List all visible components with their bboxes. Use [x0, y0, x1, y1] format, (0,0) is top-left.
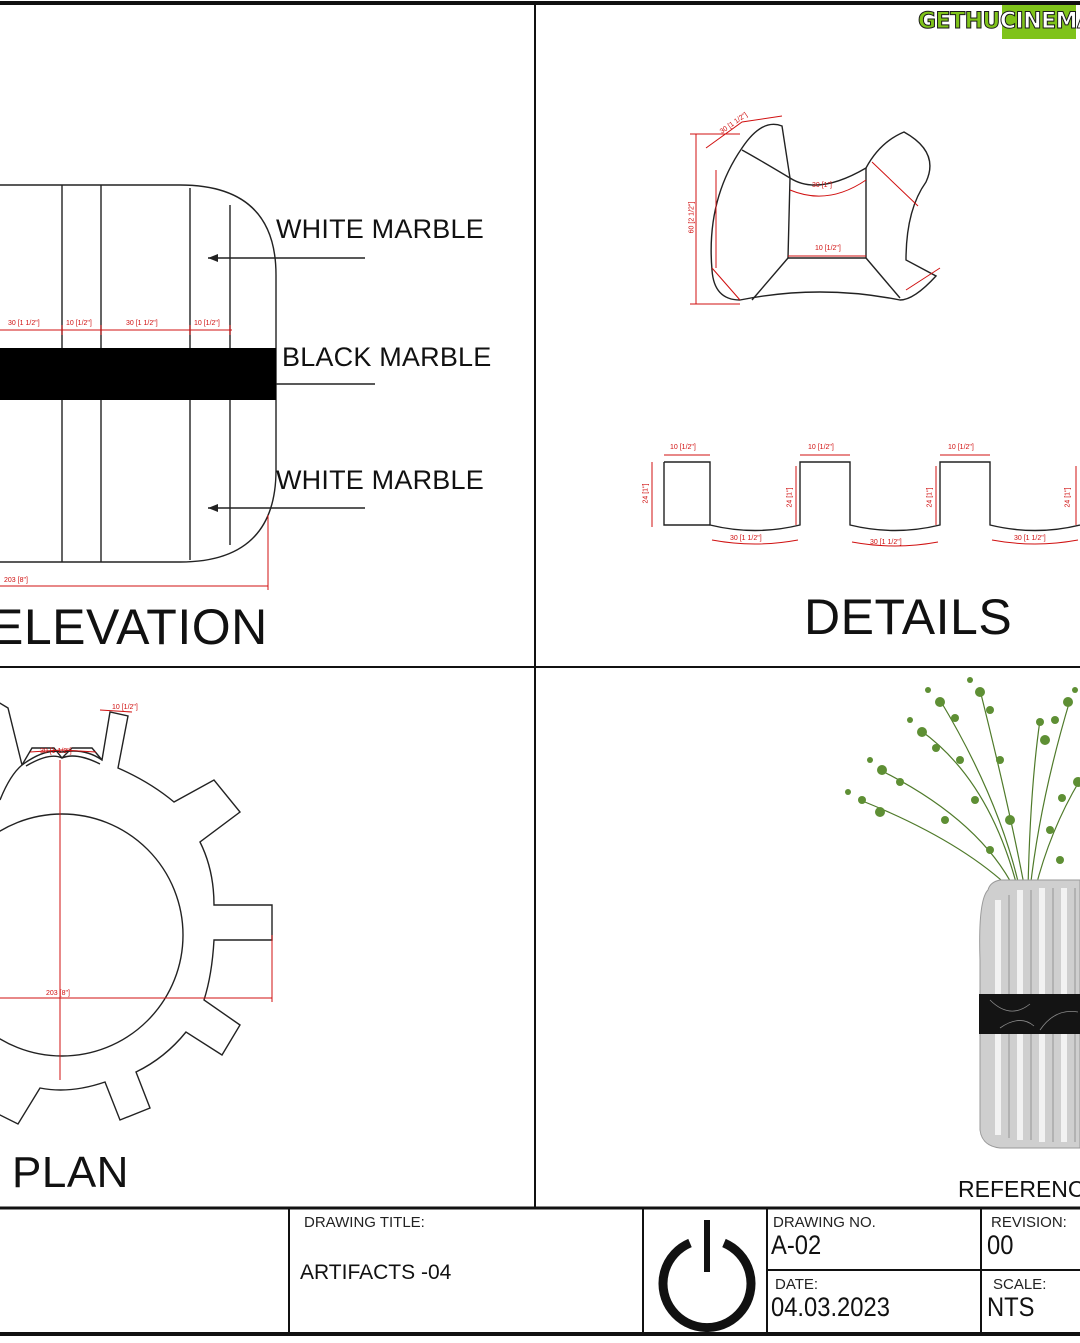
plan-gear-outline [0, 702, 273, 1125]
details-profile-dimensions [651, 454, 1079, 547]
drawing-title-label: DRAWING TITLE: [304, 1214, 425, 1231]
details-dim-label: 10 [1/2"] [815, 245, 841, 252]
drawing-no-value: A-02 [771, 1230, 822, 1260]
elevation-callout-white-marble-top: WHITE MARBLE [276, 214, 484, 244]
plant-stems [859, 689, 1080, 891]
details-dim-label: 10 [1/2"] [670, 444, 696, 451]
details-dim-label: 30 [1 1/2"] [1014, 535, 1046, 542]
elevation-callout-black-marble: BLACK MARBLE [282, 342, 492, 372]
black-marble-band [0, 348, 276, 400]
watermark-part-2: CINEMA [999, 8, 1080, 34]
elevation-dim-label: 30 [1 1/2"] [8, 320, 40, 327]
details-top-drawing [710, 123, 938, 301]
details-dim-label: 10 [1/2"] [808, 444, 834, 451]
scale-label: SCALE: [993, 1276, 1047, 1293]
elevation-dim-label: 10 [1/2"] [66, 320, 92, 327]
elevation-callout-white-marble-bottom: WHITE MARBLE [276, 465, 484, 495]
watermark-part-1: GETHU [918, 8, 1001, 34]
plan-dim-label: 30 [1 1/2"] [40, 748, 72, 755]
details-dim-label: 24 [1"] [926, 487, 934, 508]
details-dim-label: 10 [1/2"] [948, 444, 974, 451]
revision-value: 00 [987, 1230, 1014, 1260]
elevation-title: ELEVATION [0, 599, 268, 655]
details-dim-label: 24 [1"] [1064, 487, 1072, 508]
reference-vase-image [845, 677, 1080, 1149]
vase-black-marble-band [979, 994, 1080, 1034]
reference-title: REFERENCE [958, 1176, 1080, 1202]
plan-drawing [0, 702, 273, 1125]
details-title: DETAILS [804, 589, 1013, 645]
details-dim-label: 30 [1"] [812, 182, 832, 189]
details-profile-drawing [663, 461, 1080, 532]
watermark-logo: GETHUCINEMA [918, 4, 1080, 38]
watermark-backdrop [1002, 5, 1076, 39]
power-icon [658, 1220, 756, 1333]
details-dim-label: 30 [1 1/2"] [730, 535, 762, 542]
details-top-dimensions [690, 115, 941, 305]
elevation-dim-label: 203 [8"] [4, 577, 28, 584]
date-value: 04.03.2023 [771, 1292, 890, 1322]
details-dim-label: 24 [1"] [642, 483, 650, 504]
plan-dimensions [0, 709, 273, 1080]
details-dim-label: 60 [2 1/2"] [688, 201, 696, 234]
date-label: DATE: [775, 1276, 819, 1293]
details-dim-label: 24 [1"] [786, 487, 794, 508]
plan-dim-label: 203 [8"] [46, 990, 70, 997]
plan-dim-label: 10 [1/2"] [112, 704, 138, 711]
drawing-no-label: DRAWING NO. [773, 1214, 876, 1231]
plant-leaves [845, 677, 1080, 864]
details-dim-label: 30 [1 1/2"] [870, 539, 902, 546]
revision-label: REVISION: [991, 1214, 1067, 1231]
elevation-dim-label: 10 [1/2"] [194, 320, 220, 327]
plan-title: PLAN [12, 1148, 129, 1197]
drawing-title-value: ARTIFACTS -04 [300, 1261, 452, 1284]
elevation-dim-label: 30 [1 1/2"] [126, 320, 158, 327]
elevation-dimensions [0, 325, 269, 590]
scale-value: NTS [987, 1292, 1035, 1322]
elevation-drawing [0, 184, 375, 563]
